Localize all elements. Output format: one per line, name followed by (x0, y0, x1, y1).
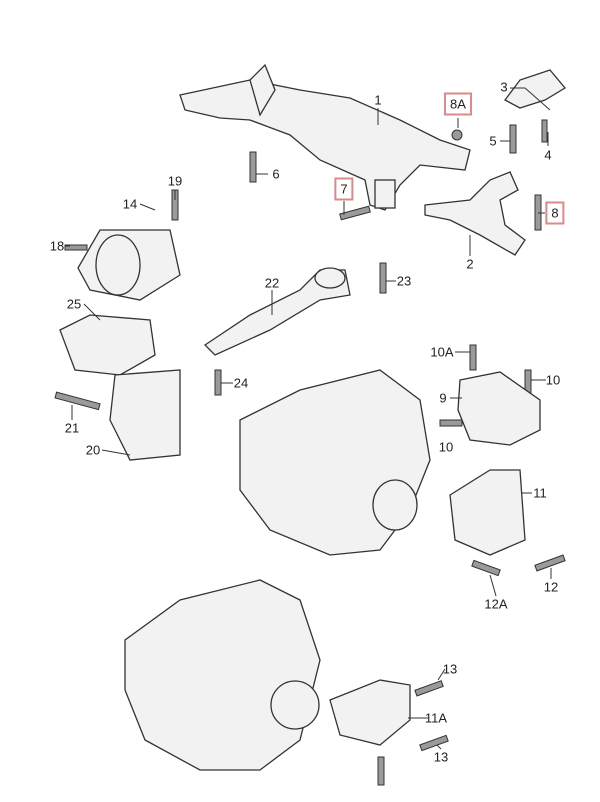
leader-lines (65, 87, 552, 750)
callout-8a-highlighted: 8A (444, 92, 472, 116)
bolts (54, 119, 566, 786)
callout-9: 9 (439, 390, 447, 406)
callout-5: 5 (489, 133, 497, 149)
torque-rod (203, 269, 351, 356)
control-arm (424, 171, 526, 256)
callout-23: 23 (396, 273, 412, 289)
callout-11: 11 (533, 485, 547, 501)
callout-4: 4 (544, 147, 552, 163)
callout-1: 1 (374, 92, 382, 108)
bracket (504, 69, 566, 109)
callout-12a: 12A (484, 596, 508, 612)
callout-3: 3 (500, 79, 508, 95)
callout-21: 21 (64, 420, 80, 436)
callout-14: 14 (122, 196, 138, 212)
bracket-11 (449, 469, 526, 556)
gearbox-mount (457, 371, 541, 446)
callout-12: 12 (543, 579, 559, 595)
callout-13-lower: 13 (433, 749, 449, 765)
callout-24: 24 (233, 375, 249, 391)
callout-2: 2 (466, 256, 474, 272)
engine-mount (59, 229, 181, 461)
callout-7-highlighted: 7 (334, 177, 354, 201)
callout-8-highlighted: 8 (545, 201, 565, 225)
callout-10a: 10A (430, 344, 454, 360)
callout-20: 20 (85, 442, 101, 458)
subframe (179, 63, 471, 211)
gearbox-lower (124, 579, 321, 771)
callout-13-upper: 13 (442, 661, 458, 677)
callout-25: 25 (66, 296, 82, 312)
callout-6: 6 (272, 166, 280, 182)
callout-10-lower: 10 (438, 439, 454, 455)
callout-18: 18 (49, 238, 65, 254)
bracket-11a (329, 679, 411, 746)
callout-11a: 11A (424, 710, 448, 726)
callout-19: 19 (167, 173, 183, 189)
callout-10-upper: 10 (545, 372, 561, 388)
callout-22: 22 (264, 275, 280, 291)
